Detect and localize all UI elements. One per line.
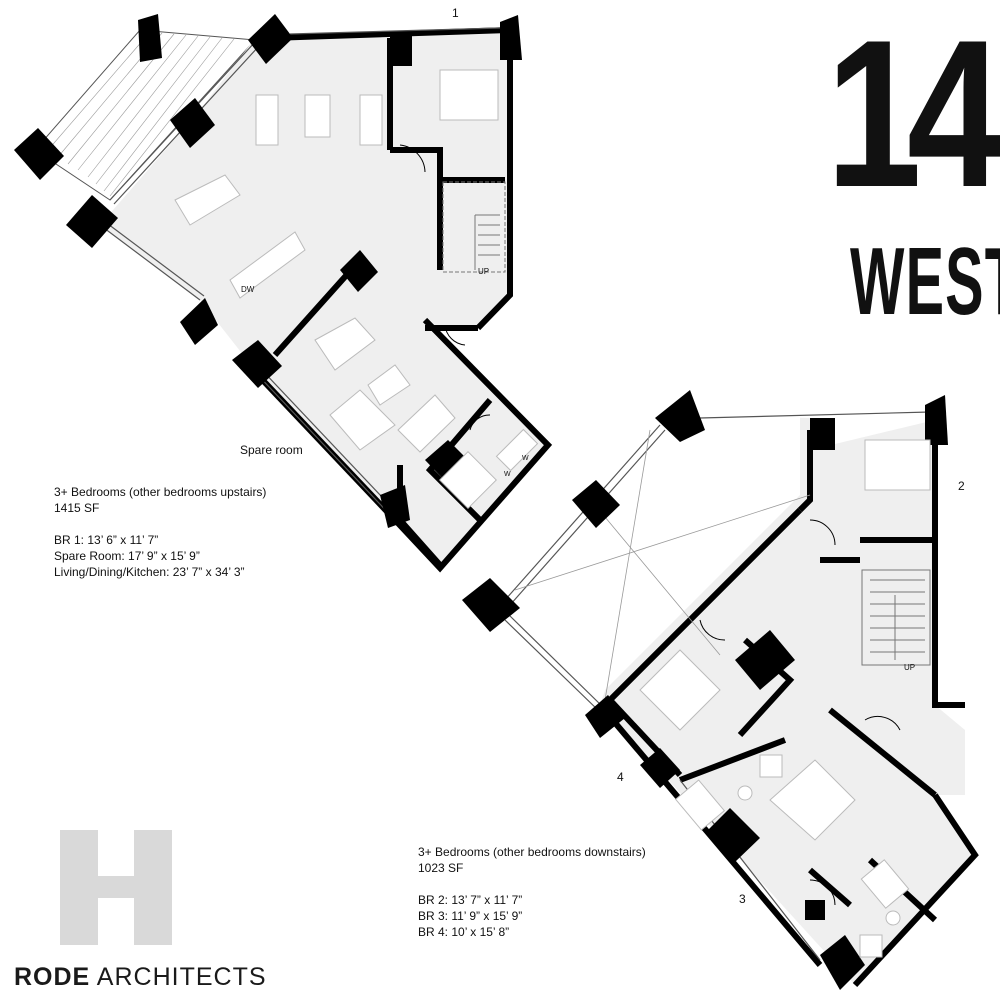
- rode-h-mark: [60, 830, 172, 945]
- unit-a-title: 3+ Bedrooms (other bedrooms upstairs): [54, 485, 267, 499]
- firm-name: RODE ARCHITECTS: [14, 963, 267, 992]
- lower-unit-open-space: [505, 415, 800, 700]
- lower-furniture: [639, 439, 931, 958]
- spare-room-label: Spare room: [240, 443, 303, 457]
- unit-b-area: 1023 SF: [418, 861, 464, 875]
- unit-number-3: 3: [739, 892, 746, 906]
- dryer-label: W: [522, 455, 529, 462]
- unit-b-dim-3: BR 4: 10’ x 15’ 8”: [418, 925, 510, 939]
- firm-name-rest: ARCHITECTS: [90, 963, 267, 991]
- unit-b-dim-1: BR 2: 13’ 7” x 11’ 7”: [418, 893, 523, 907]
- stair-up-label-lower: UP: [904, 663, 916, 672]
- unit-number-2: 2: [958, 479, 965, 493]
- unit-a-area: 1415 SF: [54, 501, 100, 515]
- logo-14: 14: [826, 0, 1000, 231]
- unit-a-dim-2: Spare Room: 17’ 9” x 15’ 9”: [54, 549, 200, 563]
- unit-b-dim-2: BR 3: 11’ 9” x 15’ 9”: [418, 909, 523, 923]
- door-swing-icon: [399, 144, 491, 431]
- logo-west: WEST: [850, 228, 1000, 335]
- unit-a-dim-3: Living/Dining/Kitchen: 23’ 7” x 34’ 3”: [54, 565, 245, 579]
- firm-name-bold: RODE: [14, 963, 91, 991]
- door-swing-icon: [699, 519, 901, 906]
- dishwasher-label: DW: [241, 285, 255, 294]
- upper-furniture: [174, 69, 539, 509]
- stair-up-label-upper: UP: [478, 267, 490, 276]
- unit-number-1: 1: [452, 6, 459, 20]
- unit-a-description: 3+ Bedrooms (other bedrooms upstairs) 14…: [54, 484, 266, 580]
- upper-columns: [14, 14, 522, 528]
- unit-a-dim-1: BR 1: 13’ 6” x 11’ 7”: [54, 533, 159, 547]
- stair-icon: [442, 181, 506, 273]
- upper-unit-plan: [14, 14, 553, 573]
- unit-b-title: 3+ Bedrooms (other bedrooms downstairs): [418, 845, 646, 859]
- washer-label: W: [504, 471, 511, 478]
- lower-columns: [462, 390, 948, 990]
- lower-unit-plan: [462, 390, 979, 990]
- stair-icon: [861, 569, 931, 666]
- open-to-below-lines: [514, 429, 811, 701]
- unit-number-4: 4: [617, 770, 624, 784]
- unit-b-description: 3+ Bedrooms (other bedrooms downstairs) …: [418, 844, 646, 940]
